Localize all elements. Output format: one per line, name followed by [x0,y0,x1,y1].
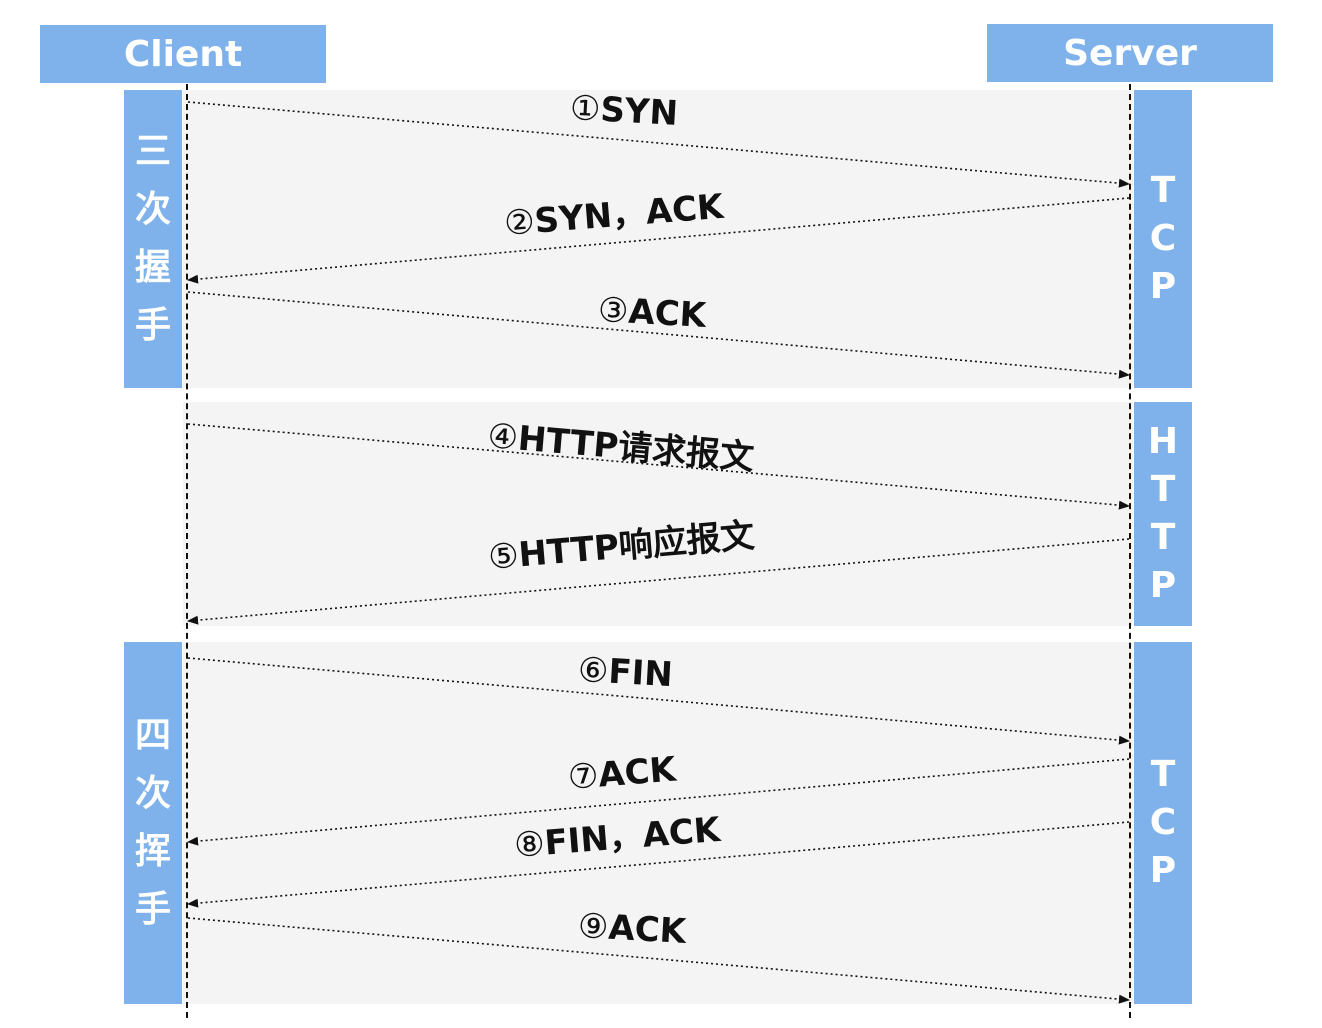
http-char: P [1149,565,1177,606]
tcp-char: P [1149,266,1177,307]
message-label: ③ACK [597,290,707,336]
tcp-char: C [1149,218,1177,259]
http-band [183,402,1133,626]
message-number: ④ [486,416,520,459]
tcp-char: C [1149,802,1177,843]
message-number: ① [568,88,602,130]
handshake-char: 手 [134,305,171,346]
tcp-bottom-label: T C P [1134,642,1192,1004]
message-number: ⑥ [576,650,610,692]
wave-char: 次 [134,773,171,814]
message-number: ⑨ [576,906,610,948]
tcp-char: P [1149,850,1177,891]
message-number: ③ [596,290,630,332]
handshake-char: 次 [134,189,171,230]
three-way-handshake-label: 三 次 握 手 [124,90,182,388]
handshake-band [183,90,1133,388]
handshake-char: 握 [134,247,171,288]
http-label: H T T P [1134,402,1192,626]
wave-char: 四 [134,715,171,756]
message-text: ACK [607,907,688,953]
handshake-char: 三 [134,131,171,172]
http-char: H [1147,421,1179,462]
message-number: ⑤ [486,535,521,578]
message-label: ⑥FIN [577,650,674,695]
http-char: T [1150,469,1176,510]
message-label: ⑨ACK [577,906,687,952]
message-number: ⑦ [566,755,600,798]
http-char: T [1150,517,1176,558]
message-text: SYN [599,89,679,135]
message-number: ⑧ [512,823,547,866]
wave-char: 挥 [134,831,171,872]
teardown-band [183,642,1133,1004]
message-number: ② [502,201,537,244]
wave-char: 手 [134,889,171,930]
tcp-top-label: T C P [1134,90,1192,388]
message-label: ⑦ACK [566,750,677,798]
client-lifeline [186,84,188,1018]
tcp-char: T [1150,754,1176,795]
message-label: ①SYN [569,88,679,134]
message-text: FIN [607,651,674,696]
message-text: ACK [596,749,678,796]
tcp-char: T [1150,170,1176,211]
server-lifeline [1129,84,1131,1018]
message-text: ACK [627,291,708,337]
four-way-wave-label: 四 次 挥 手 [124,642,182,1004]
client-header: Client [40,25,326,83]
server-header: Server [987,24,1273,82]
